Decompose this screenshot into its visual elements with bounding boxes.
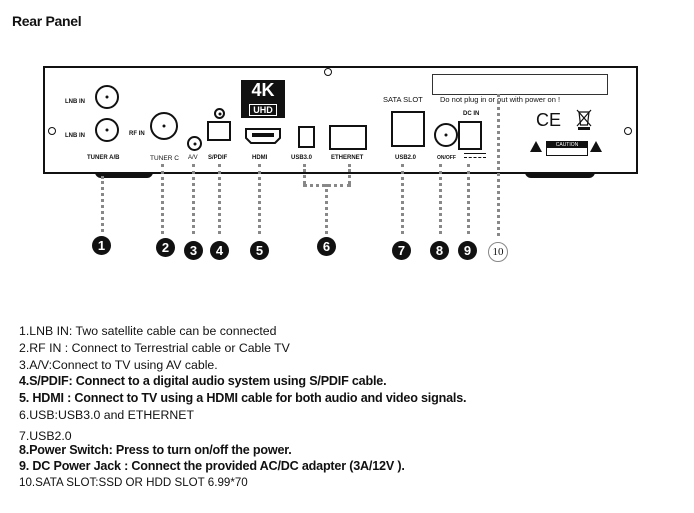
warning-triangle-icon [530, 141, 542, 152]
legend-list: 1.LNB IN: Two satellite cable can be con… [19, 323, 467, 492]
spdif-led [214, 108, 225, 119]
lnb-in-label-bottom: LNB IN [65, 133, 85, 139]
rear-panel [43, 66, 638, 174]
callout-2: 2 [156, 238, 175, 257]
sata-slot-cover [432, 74, 608, 95]
callout-9: 9 [458, 241, 477, 260]
usb20-label: USB2.0 [395, 155, 417, 161]
leader-line-6b [348, 164, 351, 184]
av-label: A/V [188, 155, 198, 161]
legend-item-6: 6.USB:USB3.0 and ETHERNET [19, 407, 194, 422]
leader-line-10 [497, 94, 500, 236]
left-foot [95, 172, 153, 178]
ethernet-label: ETHERNET [331, 155, 364, 161]
legend-item-3: 3.A/V:Connect to TV using AV cable. [19, 357, 218, 372]
leader-line-2 [161, 164, 164, 234]
screw-hole-left [48, 127, 56, 135]
uhd-logo-text: UHD [249, 104, 277, 116]
dc-in-port [458, 121, 482, 150]
legend-item-8: 8.Power Switch: Press to turn on/off the… [19, 442, 292, 457]
caution-label: CAUTION [547, 142, 587, 148]
hdmi-label: HDMI [252, 155, 268, 161]
page-title: Rear Panel [12, 13, 82, 29]
leader-line-7 [401, 164, 404, 234]
lnb-in-port-top [95, 85, 119, 109]
leader-line-6a [303, 164, 306, 184]
usb20-port [391, 111, 425, 147]
spdif-label: S/PDIF [208, 155, 228, 161]
legend-item-1: 1.LNB IN: Two satellite cable can be con… [19, 324, 277, 338]
callout-4: 4 [210, 241, 229, 260]
leader-line-1 [101, 176, 104, 232]
tuner-c-label: TUNER C [150, 155, 179, 162]
leader-line-3 [192, 164, 195, 234]
callout-6: 6 [317, 237, 336, 256]
power-warning-text: Do not plug in or out with power on ! [440, 95, 561, 104]
rf-in-label: RF IN [129, 131, 145, 137]
warning-triangle-icon-right [590, 141, 602, 152]
callout-10: 10 [488, 242, 508, 262]
leader-line-6 [325, 184, 328, 234]
hdmi-port [245, 128, 281, 144]
legend-item-4: 4.S/PDIF: Connect to a digital audio sys… [19, 374, 387, 389]
onoff-label: ON/OFF [437, 155, 456, 161]
av-port [187, 136, 202, 151]
4k-uhd-logo: 4K UHD [241, 80, 285, 118]
leader-line-5 [258, 164, 261, 234]
spdif-port [207, 121, 231, 141]
screw-hole-top [324, 68, 332, 76]
leader-line-4 [218, 164, 221, 234]
4k-logo-text: 4K [251, 80, 275, 100]
screw-hole-right [624, 127, 632, 135]
legend-item-7: 7.USB2.0 [19, 428, 72, 443]
tuner-ab-label: TUNER A/B [87, 155, 120, 161]
callout-8: 8 [430, 241, 449, 260]
right-foot [525, 172, 595, 178]
lnb-in-port-bottom [95, 118, 119, 142]
legend-item-9: 9. DC Power Jack : Connect the provided … [19, 459, 405, 474]
legend-item-2: 2.RF IN : Connect to Terrestrial cable o… [19, 340, 290, 355]
ce-mark-icon: CE [536, 110, 562, 130]
legend-item-5: 5. HDMI : Connect to TV using a HDMI cab… [19, 391, 467, 406]
usb30-label: USB3.0 [291, 155, 313, 161]
sata-slot-label: SATA SLOT [383, 95, 423, 104]
leader-line-9 [467, 164, 470, 234]
rf-in-port [150, 112, 178, 140]
callout-1: 1 [92, 236, 111, 255]
dc-in-label: DC IN [463, 111, 480, 117]
power-switch [434, 123, 458, 147]
callout-7: 7 [392, 241, 411, 260]
callout-3: 3 [184, 241, 203, 260]
ethernet-port [329, 125, 367, 150]
usb30-port [298, 126, 315, 148]
lnb-in-label-top: LNB IN [65, 99, 85, 105]
leader-line-8 [439, 164, 442, 234]
dc-polarity-mark [464, 153, 486, 158]
caution-label-box: CAUTION [546, 141, 588, 156]
callout-5: 5 [250, 241, 269, 260]
weee-bin-icon [576, 109, 592, 130]
legend-item-10: 10.SATA SLOT:SSD OR HDD SLOT 6.99*70 [19, 476, 248, 490]
